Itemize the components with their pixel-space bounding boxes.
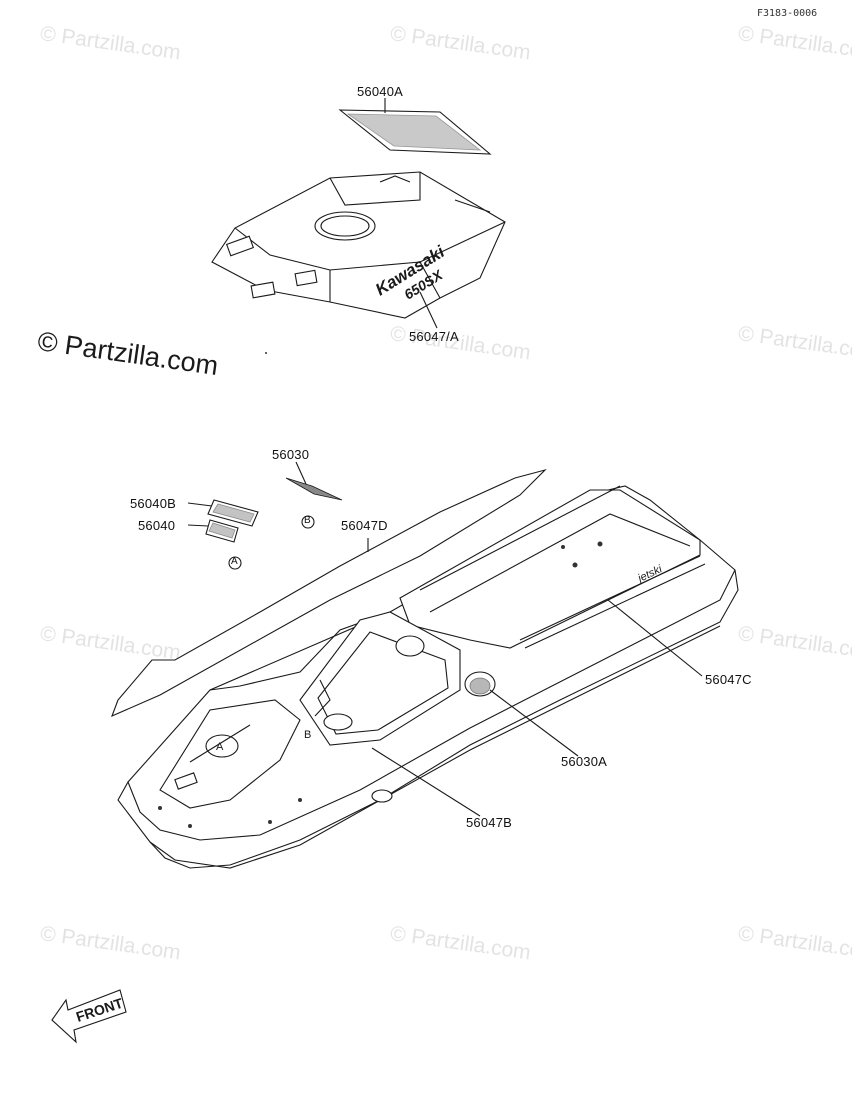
leader-56047c	[607, 599, 703, 677]
front-arrow	[51, 989, 127, 1044]
hull-marker-b: B	[304, 729, 311, 741]
leader-56047b	[371, 747, 481, 817]
callout-56030a: 56030A	[561, 754, 608, 769]
callout-56030: 56030	[272, 447, 310, 462]
engine-hood	[211, 171, 506, 319]
jet-ski-hull: jetski	[117, 485, 739, 869]
callout-56047c: 56047C	[705, 672, 752, 687]
callout-56040b: 56040B	[130, 496, 177, 511]
stripe-56047d	[111, 468, 547, 718]
hull-marker-a: A	[216, 741, 224, 753]
decal-56040b	[187, 499, 259, 527]
marker-b: B	[304, 515, 311, 526]
leader-56030a	[489, 689, 579, 757]
figure-id: F3183-0006	[757, 8, 818, 19]
marker-a-circle	[228, 556, 242, 570]
callout-56047-a: 56047/A	[409, 329, 459, 344]
decal-56040	[187, 519, 239, 543]
decal-56030	[285, 461, 343, 501]
callout-56047b: 56047B	[466, 815, 513, 830]
callout-56047d: 56047D	[341, 518, 388, 533]
marker-a: A	[231, 556, 238, 567]
callout-56040a: 56040A	[357, 84, 404, 99]
decal-56040a	[338, 98, 492, 155]
callout-56040: 56040	[138, 518, 176, 533]
marker-b-circle	[301, 515, 315, 529]
